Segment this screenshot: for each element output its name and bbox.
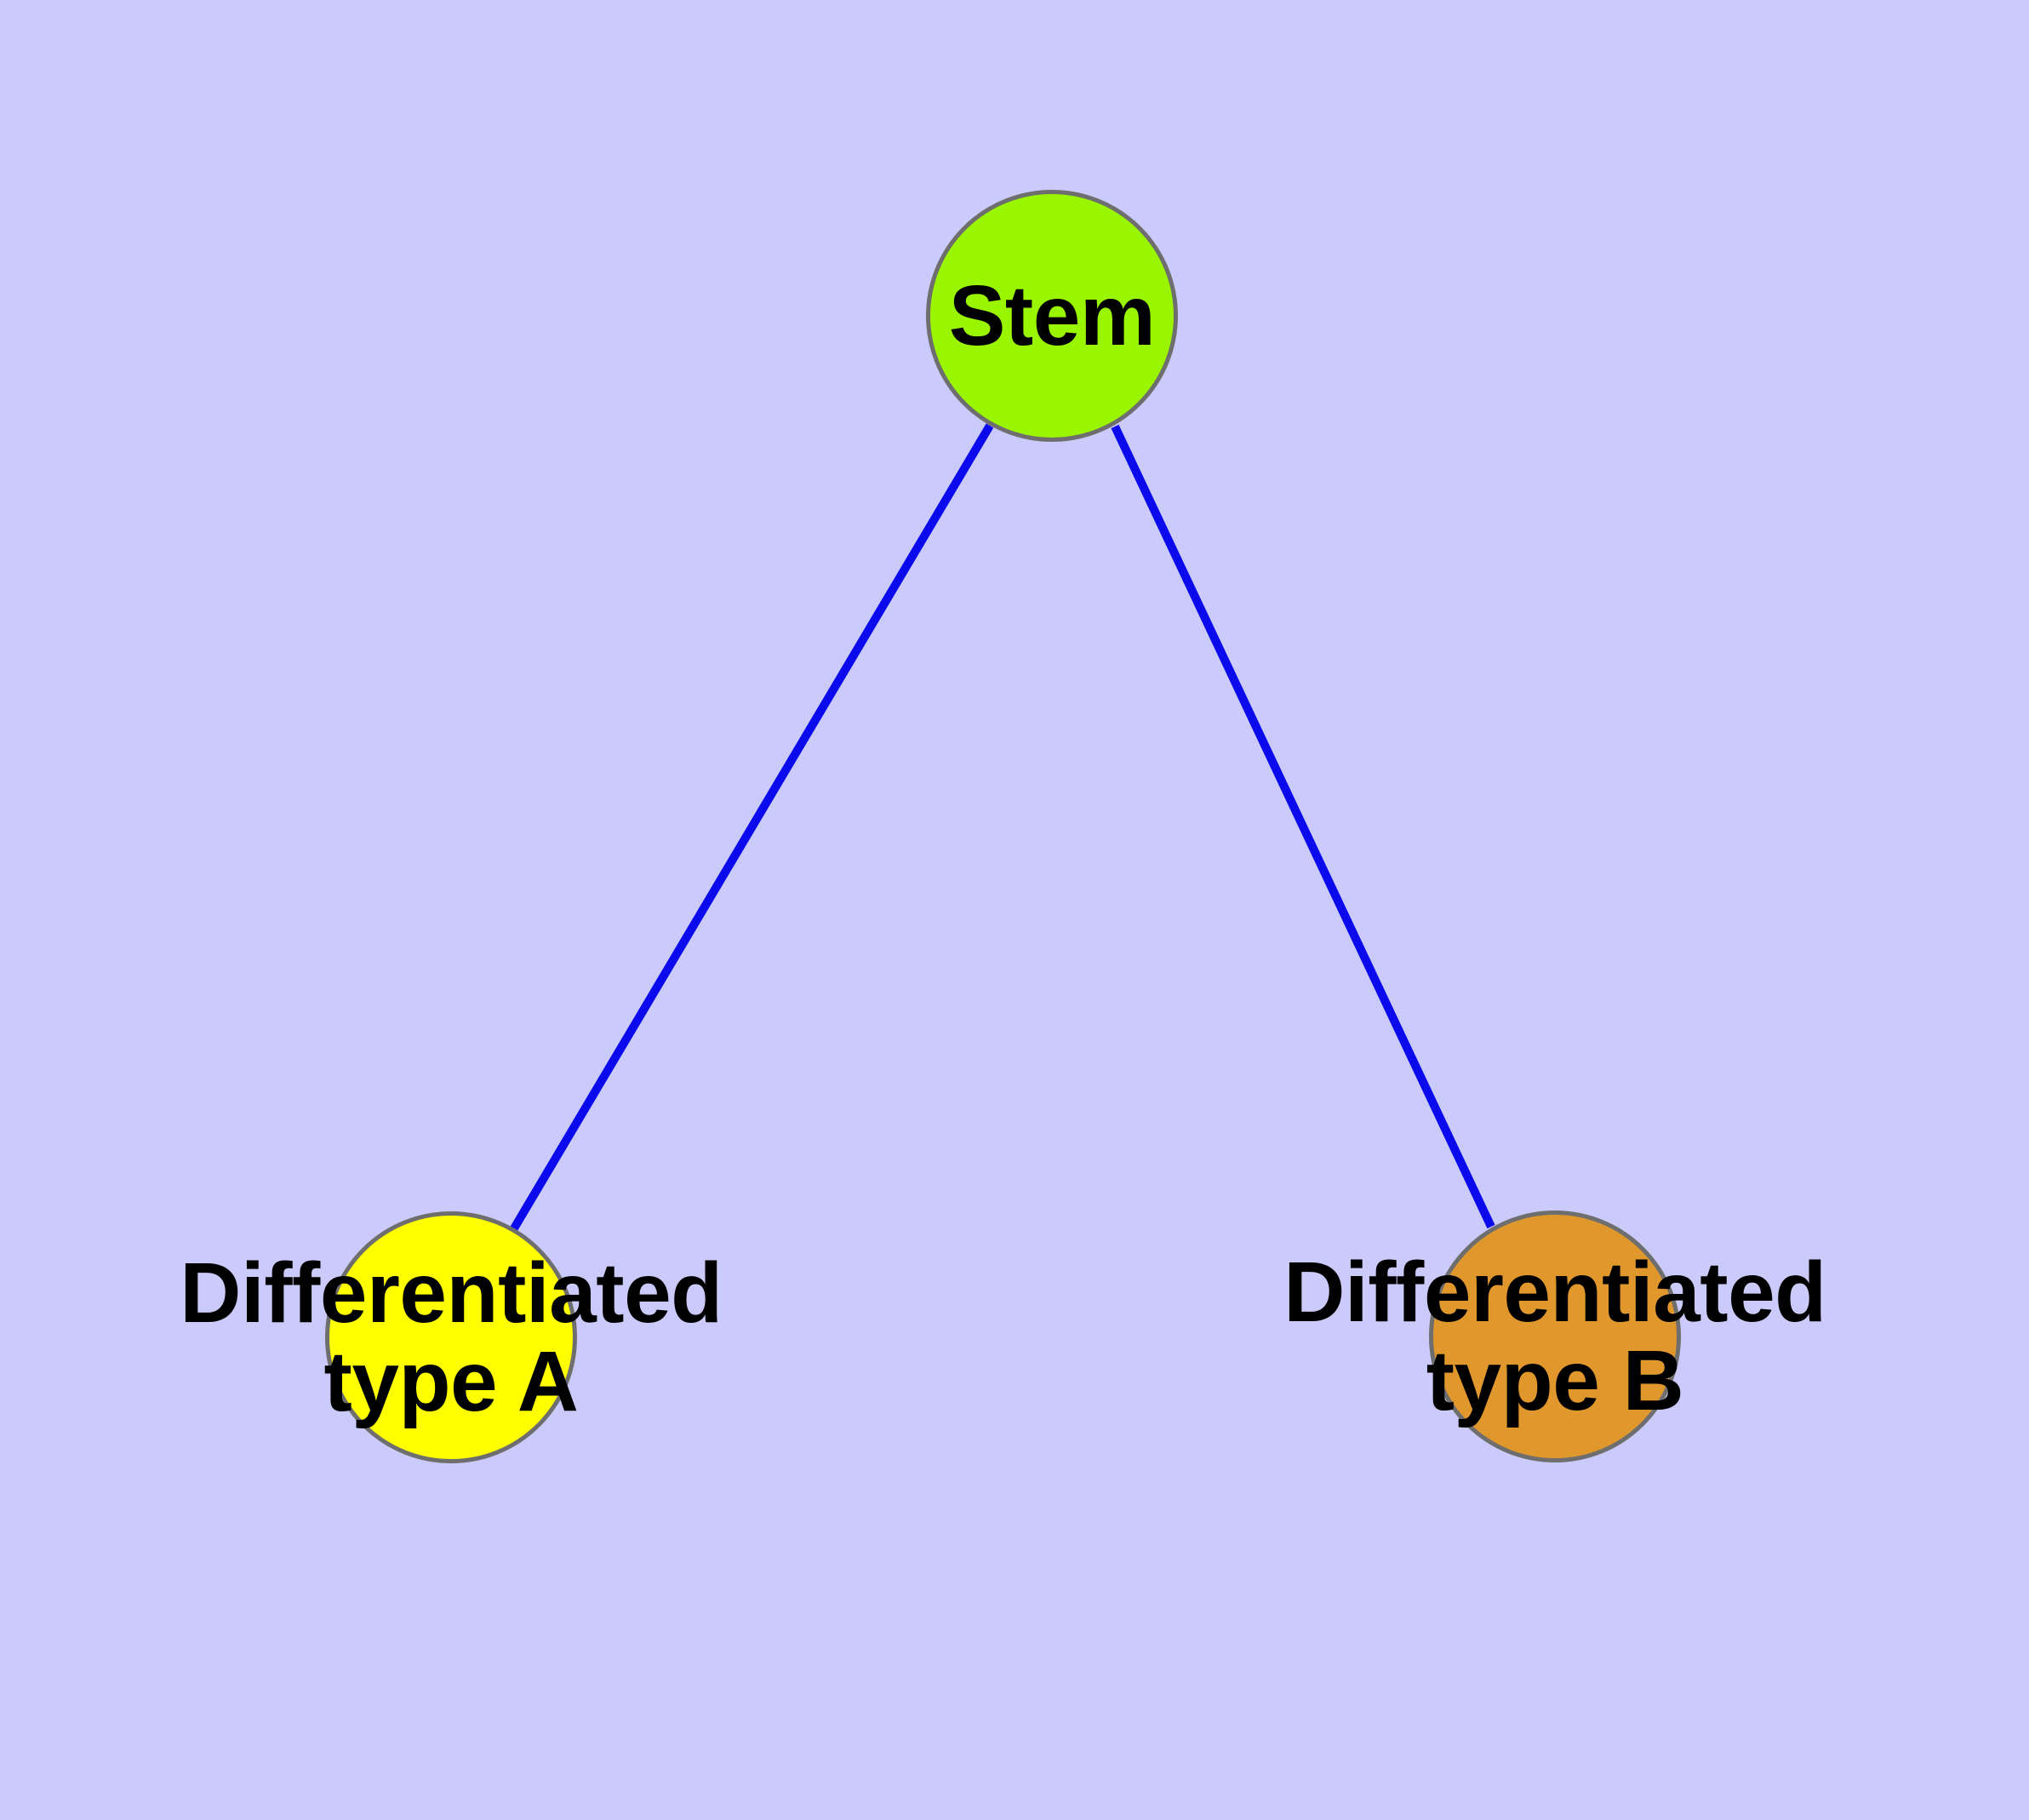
node-differentiated-type-b[interactable] bbox=[1429, 1210, 1681, 1462]
edge-stem-to-diff-b bbox=[1111, 424, 1495, 1229]
edge-stem-to-diff-a bbox=[510, 423, 994, 1231]
node-stem[interactable] bbox=[926, 190, 1178, 442]
node-differentiated-type-a[interactable] bbox=[325, 1211, 577, 1463]
